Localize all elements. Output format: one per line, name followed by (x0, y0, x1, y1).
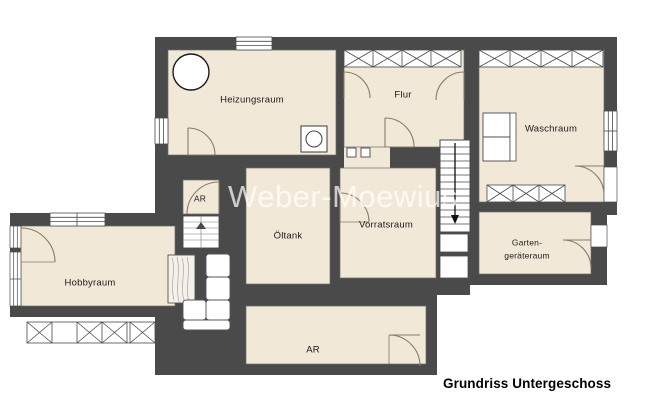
boiler-tank-icon (172, 53, 210, 91)
cabinets (26, 49, 604, 344)
wood-table (167, 254, 196, 304)
door-hobbyraum (20, 227, 56, 263)
window-heizungsraum-top (235, 36, 273, 51)
door-ar-small (186, 181, 220, 215)
window-hobbyraum-top (49, 212, 106, 227)
fixture-square-b (360, 147, 371, 158)
door-vorratsraum (339, 192, 370, 223)
room-floor-gartengeraeteraum (479, 212, 591, 274)
door-flur-right (435, 71, 465, 101)
cabinet-flur-top (343, 49, 462, 68)
cabinet-waschraum-bottom (486, 184, 566, 203)
room-floor-vorratsraum (340, 168, 436, 278)
staircase-small (182, 215, 220, 249)
waschraum-appliances (482, 112, 517, 162)
room-label-hobbyraum: Hobbyraum (65, 278, 116, 289)
room-floor-oeltank (246, 168, 330, 278)
room-label-oeltank: Öltank (274, 231, 303, 242)
stair-landing-lower (439, 255, 469, 279)
door-gartengeraeteraum (562, 239, 592, 269)
cabinet-hobbyraum-bottom (26, 321, 156, 344)
page-title: Grundriss Untergeschoss (443, 376, 611, 391)
window-hobbyraum-left-upper (9, 225, 22, 249)
cabinet-waschraum-top (478, 49, 604, 68)
washing-machine-icon (300, 125, 328, 153)
stair-landing-upper (439, 233, 469, 253)
windows (9, 36, 618, 307)
room-label-ar-small: AR (194, 193, 206, 203)
window-waschraum-right (603, 110, 618, 152)
door-heizungsraum (187, 127, 216, 156)
window-waschraum-right-lower (603, 166, 618, 203)
door-flur-bottom (384, 117, 415, 148)
room-label-flur: Flur (394, 90, 411, 101)
window-hobbyraum-left-lower (9, 251, 22, 307)
watermark-text: Weber-Moewius (228, 179, 458, 214)
door-waschraum (574, 165, 605, 196)
room-label-heizungsraum: Heizungsraum (220, 95, 284, 106)
sofa (182, 253, 231, 331)
room-floor-ar-small (183, 180, 219, 214)
room-floor-hobbyraum (21, 226, 175, 306)
window-garten-right (590, 224, 608, 248)
door-ar-large (388, 334, 421, 367)
room-label-vorratsraum: Vorratsraum (359, 220, 413, 231)
fixture-square-a (346, 147, 357, 158)
room-floor-connector (246, 278, 330, 284)
door-flur-left (343, 71, 371, 99)
doors (20, 71, 605, 367)
fixtures (167, 53, 517, 331)
room-labels: Heizungsraum Flur Waschraum AR Öltank Vo… (65, 90, 577, 356)
window-heizungsraum-left (154, 117, 169, 145)
room-label-gartengeraeteraum-line2: geräteraum (504, 250, 549, 260)
room-label-waschraum: Waschraum (525, 124, 577, 135)
room-label-ar-large: AR (306, 345, 320, 356)
staircase-main (439, 139, 471, 233)
room-label-gartengeraeteraum-line1: Garten- (512, 237, 542, 247)
